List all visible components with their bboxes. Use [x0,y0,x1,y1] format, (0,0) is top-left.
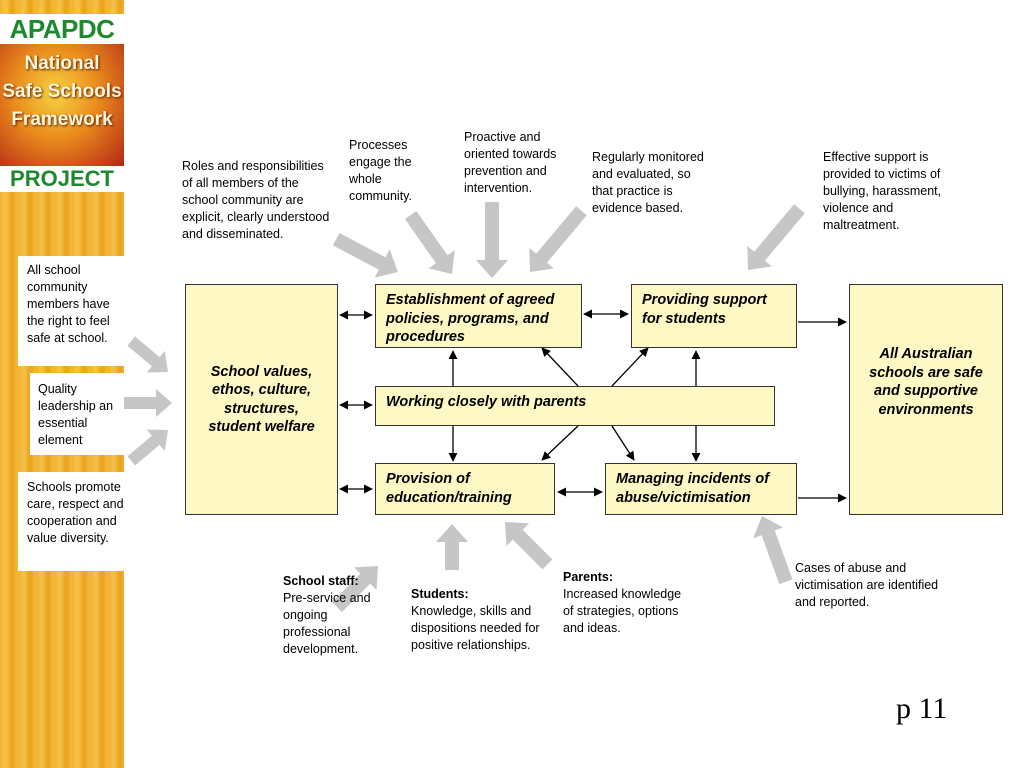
conn-diag-establishment [541,347,579,387]
note-roles: Roles and responsibilities of all member… [182,159,330,241]
black-connectors [339,309,847,503]
note-school-staff-title: School staff: [283,574,359,588]
conn-diag-support [611,347,649,387]
note-parents: Parents: Increased knowledge of strategi… [563,569,693,637]
box-provision-education: Provision of education/training [375,463,555,515]
note-effective: Effective support is provided to victims… [823,150,942,232]
logo-apapdc: APAPDC [0,14,124,44]
gray-arrow-left-3 [127,429,168,466]
box-providing-support: Providing support for students [631,284,797,348]
box-managing-incidents: Managing incidents of abuse/victimisatio… [605,463,797,515]
note-processes: Processes engage the whole community. [349,138,412,203]
gray-arrow-regularly [529,206,587,272]
box-working-parents: Working closely with parents [375,386,775,426]
gray-arrows [124,202,805,612]
note-students-body: Knowledge, skills and dispositions neede… [411,604,540,652]
gray-arrow-staff [332,566,378,612]
left-note-diversity: Schools promote care, respect and cooper… [27,480,124,545]
logo-line-1: National [24,53,100,74]
box-school-values: School values, ethos, culture, structure… [185,284,338,515]
note-parents-title: Parents: [563,570,614,584]
note-students-title: Students: [411,587,469,601]
conn-diag-managing [611,425,635,461]
note-school-staff: School staff: Pre-service and ongoing pr… [283,573,383,658]
logo-framework: National Safe Schools Framework [0,44,124,166]
gray-arrow-cases [753,516,793,585]
conn-diag-provision [541,425,579,461]
left-note-leadership: Quality leadership an essential element [38,382,114,447]
note-school-staff-body: Pre-service and ongoing professional dev… [283,591,371,656]
logo-project: PROJECT [0,166,124,192]
left-note-safe: All school community members have the ri… [27,263,110,345]
left-panel-3 [18,472,124,571]
note-parents-body: Increased knowledge of strategies, optio… [563,587,682,635]
gray-arrow-proactive [476,202,508,278]
gray-arrow-processes [404,211,455,274]
gray-arrow-parents [505,522,553,570]
logo-line-3: Framework [11,109,113,130]
box-outcome: All Australian schools are safe and supp… [849,284,1003,515]
gray-arrow-effective [747,204,805,270]
note-students: Students: Knowledge, skills and disposit… [411,586,541,654]
left-panel-1 [18,256,124,366]
note-cases: Cases of abuse and victimisation are ide… [795,561,939,609]
left-panel-2 [30,373,124,455]
note-regularly: Regularly monitored and evaluated, so th… [592,150,704,215]
note-proactive: Proactive and oriented towards preventio… [464,130,557,195]
page-number: p 11 [896,692,948,725]
box-establishment: Establishment of agreed policies, progra… [375,284,582,348]
gray-arrow-left-1 [127,336,168,373]
gray-arrow-left-2 [124,389,172,417]
gray-arrow-students [436,524,468,570]
gray-arrow-roles [332,232,398,278]
logo-line-2: Safe Schools [2,81,122,102]
